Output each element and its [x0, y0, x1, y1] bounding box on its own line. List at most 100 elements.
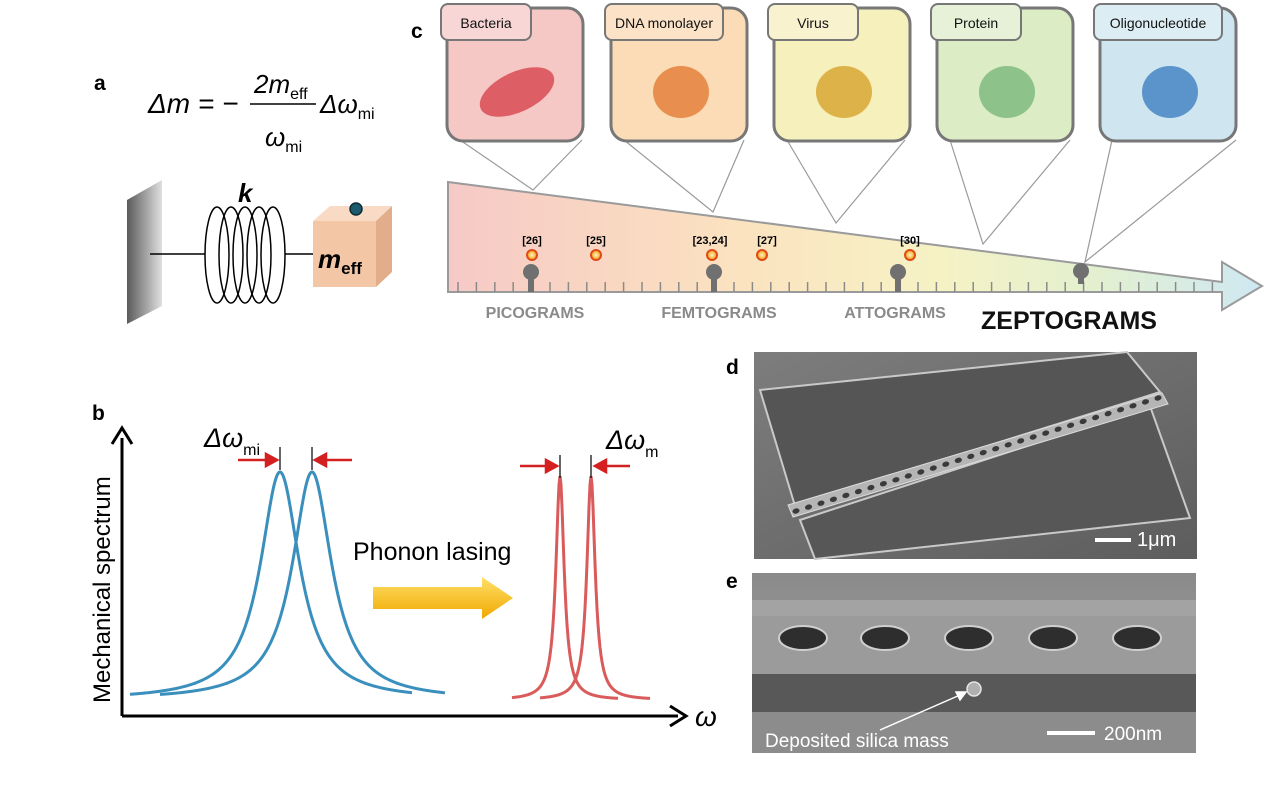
- sample-frame-virus: Virus: [767, 3, 912, 143]
- beam-hole: [854, 488, 862, 495]
- equation-num-sub: eff: [290, 86, 308, 103]
- panel-b: b Mechanical spectrum ω Δωmi: [89, 402, 717, 732]
- annotation-deposited-mass: Deposited silica mass: [765, 731, 949, 752]
- sample-label-2: DNA monolayer: [615, 15, 713, 31]
- photonic-crystal-holes: [792, 395, 1162, 514]
- sample-tag-1: [440, 3, 532, 41]
- panel-e: e Deposited silica mass 200nm: [726, 570, 1196, 753]
- mass-equation: Δm = − 2meff ωmi Δω mi: [147, 69, 375, 156]
- adsorbed-particle: [349, 202, 363, 216]
- beam-hole: [817, 500, 825, 506]
- beam-hole: [1154, 395, 1162, 401]
- beam-hole: [1079, 418, 1087, 425]
- ref-label-5: [30]: [900, 235, 920, 247]
- mass-scale-wedge: [447, 180, 1264, 312]
- equation-lhs: Δm = −: [147, 88, 238, 119]
- beam-hole: [1117, 407, 1125, 413]
- ref-label-3: [23,24]: [693, 235, 728, 247]
- sample-motif-5: [1142, 66, 1198, 118]
- holes-e: [778, 625, 1162, 651]
- equation-rhs-main: Δω: [319, 89, 358, 119]
- sample-frame-dna-monolayer: DNA monolayer: [604, 3, 749, 143]
- equation-den-sub: mi: [285, 139, 302, 156]
- panel-a: a Δm = − 2meff ωmi Δωmi k me: [94, 69, 392, 324]
- sample-tag-2: [604, 3, 724, 41]
- sample-tag-3: [767, 3, 859, 41]
- beam-hole: [892, 477, 900, 483]
- scale-pins: [523, 263, 1089, 292]
- beam-hole: [917, 469, 925, 475]
- delta-label-left: Δωmi: [203, 423, 260, 459]
- scale-label-femtograms: FEMTOGRAMS: [661, 305, 777, 322]
- ref-dot-2: [590, 249, 602, 261]
- delta-left-main: Δω: [203, 423, 243, 453]
- beam-hole: [1141, 399, 1150, 405]
- phonon-lasing-arrow: [373, 577, 513, 619]
- lorentzian-blue-left: [129, 470, 413, 696]
- equation-denominator: ωmi: [265, 122, 302, 156]
- silica-particle: [966, 681, 982, 697]
- lorentzian-blue-right: [159, 470, 446, 696]
- lorentzian-red-right: [539, 475, 651, 700]
- beam-hole: [829, 496, 837, 502]
- delta-arrow-right-out: [592, 457, 630, 475]
- sample-motif-1: [479, 67, 555, 117]
- beam-hole: [1067, 422, 1075, 428]
- phonon-lasing-label: Phonon lasing: [353, 538, 511, 566]
- sample-motif-2: [653, 66, 709, 118]
- x-axis-label: ω: [695, 701, 717, 732]
- trench-upper: [758, 350, 1162, 508]
- beam-hole: [842, 492, 850, 499]
- panel-a-label: a: [94, 72, 106, 95]
- panel-d: d 1μm: [726, 350, 1197, 561]
- beam-hole: [992, 446, 1000, 452]
- lorentzian-red-left: [511, 475, 619, 700]
- delta-right-sub: m: [645, 444, 658, 461]
- hole-e-5: [1112, 625, 1162, 651]
- mass-label-main: m: [318, 244, 341, 274]
- spring-constant-label: k: [238, 178, 254, 208]
- pin-attogram: [890, 264, 906, 292]
- beam-hole: [954, 457, 962, 463]
- sample-motif-4: [979, 66, 1035, 118]
- sample-frame-bacteria: Bacteria: [440, 3, 585, 143]
- sample-label-5: Oligonucleotide: [1110, 15, 1207, 31]
- equation-numerator: 2meff: [253, 69, 308, 103]
- mass-block: [313, 206, 392, 287]
- sample-tag-4: [930, 3, 1022, 41]
- ref-label-4: [27]: [757, 235, 777, 247]
- ref-label-1: [26]: [522, 235, 542, 247]
- annotation-arrow: [879, 691, 968, 731]
- beam-hole: [1129, 403, 1137, 409]
- scale-bar-d-label: 1μm: [1137, 529, 1176, 551]
- beam-hole: [929, 465, 937, 471]
- sample-label-3: Virus: [797, 15, 829, 31]
- sample-label-4: Protein: [954, 15, 998, 31]
- y-axis-arrowhead: [110, 425, 134, 445]
- beam-hole: [792, 508, 800, 514]
- scale-bar-d: [1095, 538, 1131, 542]
- scale-label-attograms: ATTOGRAMS: [844, 305, 946, 322]
- delta-arrow-left-out: [312, 451, 352, 469]
- sample-callouts: [459, 139, 1237, 264]
- beam-hole: [867, 484, 875, 491]
- mass-label: meff: [318, 244, 362, 278]
- sample-tag-5: [1093, 3, 1223, 41]
- beam-hole: [1054, 426, 1062, 432]
- ref-dot-3: [706, 249, 718, 261]
- beam-hole: [879, 481, 887, 487]
- beam-hole: [1017, 438, 1025, 444]
- ref-dot-1: [526, 249, 538, 261]
- beam-hole: [967, 453, 975, 460]
- delta-left-sub: mi: [243, 442, 260, 459]
- mass-label-sub: eff: [341, 259, 362, 278]
- pin-femtogram: [706, 264, 722, 292]
- substrate: [752, 712, 1196, 753]
- beam-hole: [1104, 410, 1112, 417]
- delta-arrow-right-in: [520, 457, 560, 475]
- scale-label-zeptograms: ZEPTOGRAMS: [981, 307, 1157, 335]
- beam-top-edge: [752, 600, 1196, 616]
- equation-den: ω: [265, 122, 285, 152]
- fixed-wall: [127, 180, 162, 324]
